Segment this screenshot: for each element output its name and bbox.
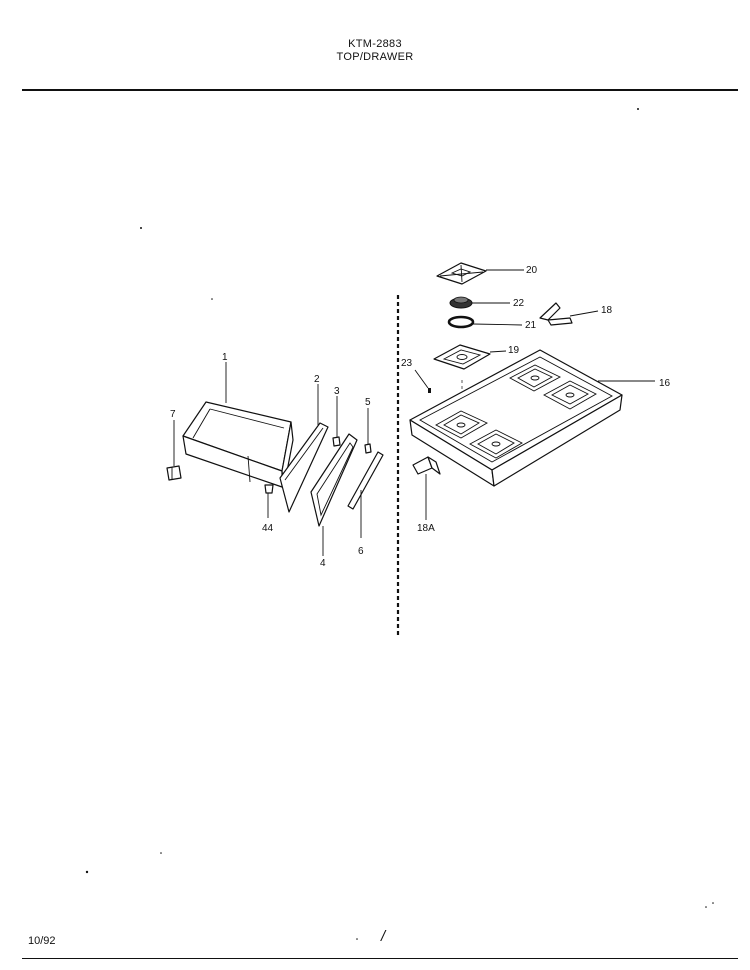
callout-18: 18 — [601, 305, 613, 316]
callout-5: 5 — [365, 397, 371, 408]
burner-cap-part — [449, 296, 473, 309]
burner-ring-part — [447, 315, 475, 329]
drawer-front-part — [279, 422, 329, 513]
leader-21 — [472, 323, 523, 326]
callout-44: 44 — [262, 523, 274, 534]
section-title: TOP/DRAWER — [336, 51, 414, 63]
trim-clip-part — [364, 443, 372, 454]
scan-speck — [705, 906, 707, 908]
callout-23: 23 — [401, 358, 413, 369]
screw-23-part — [428, 388, 431, 393]
leader-19 — [489, 350, 507, 353]
callout-4: 4 — [320, 558, 326, 569]
drawer-body-part — [182, 401, 294, 488]
scan-speck — [712, 902, 714, 904]
burner-bowl-part — [433, 344, 491, 370]
top-hinge-part — [539, 302, 573, 326]
trim-strip-part — [347, 451, 384, 510]
panel-clip-part — [332, 436, 341, 447]
drawer-clip-part — [166, 465, 182, 481]
screw-part — [264, 484, 274, 494]
burner-grate-part — [436, 262, 487, 285]
scan-speck — [85, 870, 89, 874]
callout-1: 1 — [222, 352, 228, 363]
lower-hinge-part — [412, 456, 441, 475]
callout-20: 20 — [526, 265, 538, 276]
callout-21: 21 — [525, 320, 537, 331]
callout-7: 7 — [170, 409, 176, 420]
header-rule — [22, 89, 738, 91]
front-panel-part — [310, 433, 358, 527]
page-mark: / — [381, 928, 386, 945]
scan-speck — [140, 227, 142, 229]
callout-19: 19 — [508, 345, 520, 356]
footer-rule — [22, 958, 738, 959]
callout-2: 2 — [314, 374, 320, 385]
cooktop-part — [409, 349, 623, 487]
scan-speck — [211, 298, 213, 300]
scan-speck — [356, 938, 358, 940]
model-number: KTM-2883 — [348, 38, 402, 50]
callout-18a: 18A — [417, 523, 435, 534]
leader-18 — [569, 310, 599, 317]
callout-3: 3 — [334, 386, 340, 397]
revision-date: 10/92 — [28, 935, 56, 947]
callout-16: 16 — [659, 378, 671, 389]
scan-speck — [160, 852, 162, 854]
leader-23 — [414, 369, 429, 389]
callout-6: 6 — [358, 546, 364, 557]
scan-speck — [637, 108, 639, 110]
callout-22: 22 — [513, 298, 525, 309]
